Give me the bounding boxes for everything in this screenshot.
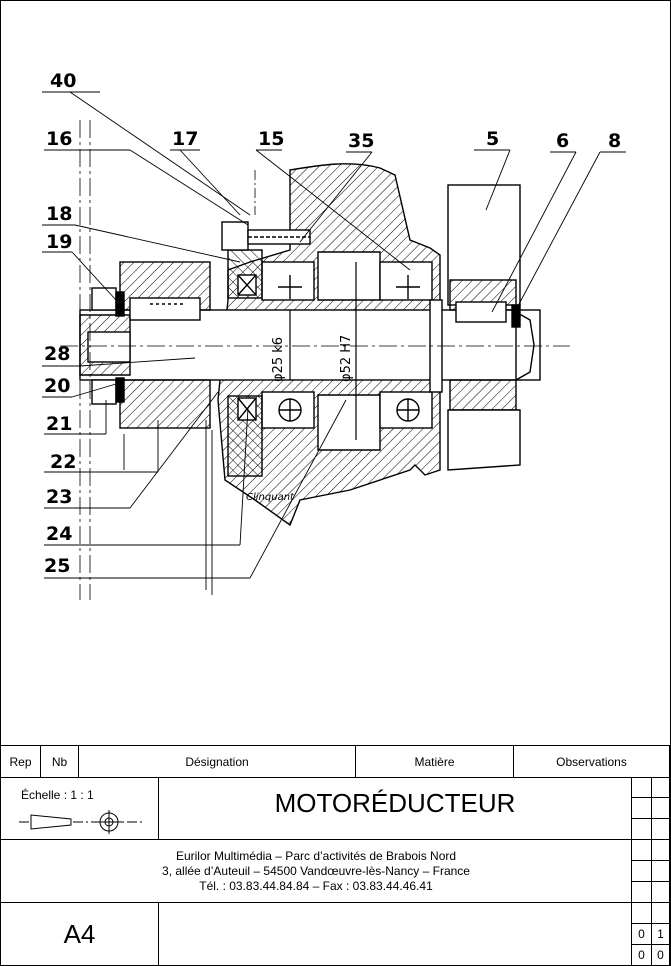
revision-grid-cell [631, 818, 652, 840]
scale-cell: Échelle : 1 : 1 [0, 777, 159, 840]
revision-grid-cell [631, 902, 652, 924]
part-label: 17 [172, 128, 198, 150]
revision-grid-cell [651, 797, 670, 819]
bore-diameter-dimension: φ52 H7 [339, 335, 354, 382]
revision-cell: 0 [631, 923, 652, 945]
part-label: 15 [258, 128, 284, 150]
sheet-format: A4 [0, 902, 159, 966]
revision-grid-cell [651, 902, 670, 924]
part-label: 16 [46, 128, 72, 150]
company-line: Eurilor Multimédia – Parc d’activités de… [175, 848, 457, 863]
part-label: 5 [486, 128, 499, 150]
part-label: 35 [348, 130, 374, 152]
header-matiere: Matière [355, 745, 514, 778]
revision-grid-cell [651, 777, 670, 798]
part-label: 6 [556, 130, 569, 152]
header-designation: Désignation [78, 745, 356, 778]
part-label: 21 [46, 413, 72, 435]
revision-grid-cell [651, 860, 670, 882]
revision-grid-cell [631, 777, 652, 798]
part-label: 23 [46, 486, 72, 508]
blank-cell [158, 902, 632, 966]
projection-symbol-icon [19, 810, 143, 834]
revision-grid-cell [651, 881, 670, 903]
part-label: 20 [44, 375, 70, 397]
header-nb: Nb [40, 745, 79, 778]
centerlines [60, 120, 570, 600]
revision-grid-cell [631, 797, 652, 819]
part-label: 25 [44, 555, 70, 577]
part-labels: 40 16 17 15 35 5 6 8 18 19 28 20 21 22 2… [44, 70, 621, 577]
shaft-diameter-dimension: φ25 k6 [271, 337, 286, 382]
revision-grid-cell [651, 818, 670, 840]
header-observations: Observations [513, 745, 670, 778]
company-info: Eurilor Multimédia – Parc d’activités de… [0, 839, 632, 903]
part-label: 24 [46, 523, 72, 545]
part-label: 28 [44, 343, 70, 365]
header-rep: Rep [0, 745, 41, 778]
part-label: 8 [608, 130, 621, 152]
scale-text: Échelle : 1 : 1 [21, 788, 94, 802]
part-label: 40 [50, 70, 76, 92]
part-label: 19 [46, 231, 72, 253]
revision-grid-cell [631, 839, 652, 861]
assembly-geometry [79, 163, 541, 527]
revision-grid-cell [651, 839, 670, 861]
part-label: 18 [46, 203, 72, 225]
revision-cell: 0 [631, 944, 652, 966]
leader-lines [42, 91, 626, 595]
motoreducer-section-drawing: 40 16 17 15 35 5 6 8 18 19 28 20 21 22 2… [42, 70, 626, 600]
revision-grid-cell [631, 860, 652, 882]
revision-grid-cell [631, 881, 652, 903]
shim-note: Clinquant [246, 492, 295, 503]
company-line: 3, allée d’Auteuil – 54500 Vandœuvre-lès… [162, 863, 470, 878]
drawing-title: MOTORÉDUCTEUR [158, 777, 632, 840]
revision-cell: 0 [651, 944, 670, 966]
part-label: 22 [50, 451, 76, 473]
company-line: Tél. : 03.83.44.84.84 – Fax : 03.83.44.4… [199, 878, 433, 893]
revision-cell: 1 [651, 923, 670, 945]
